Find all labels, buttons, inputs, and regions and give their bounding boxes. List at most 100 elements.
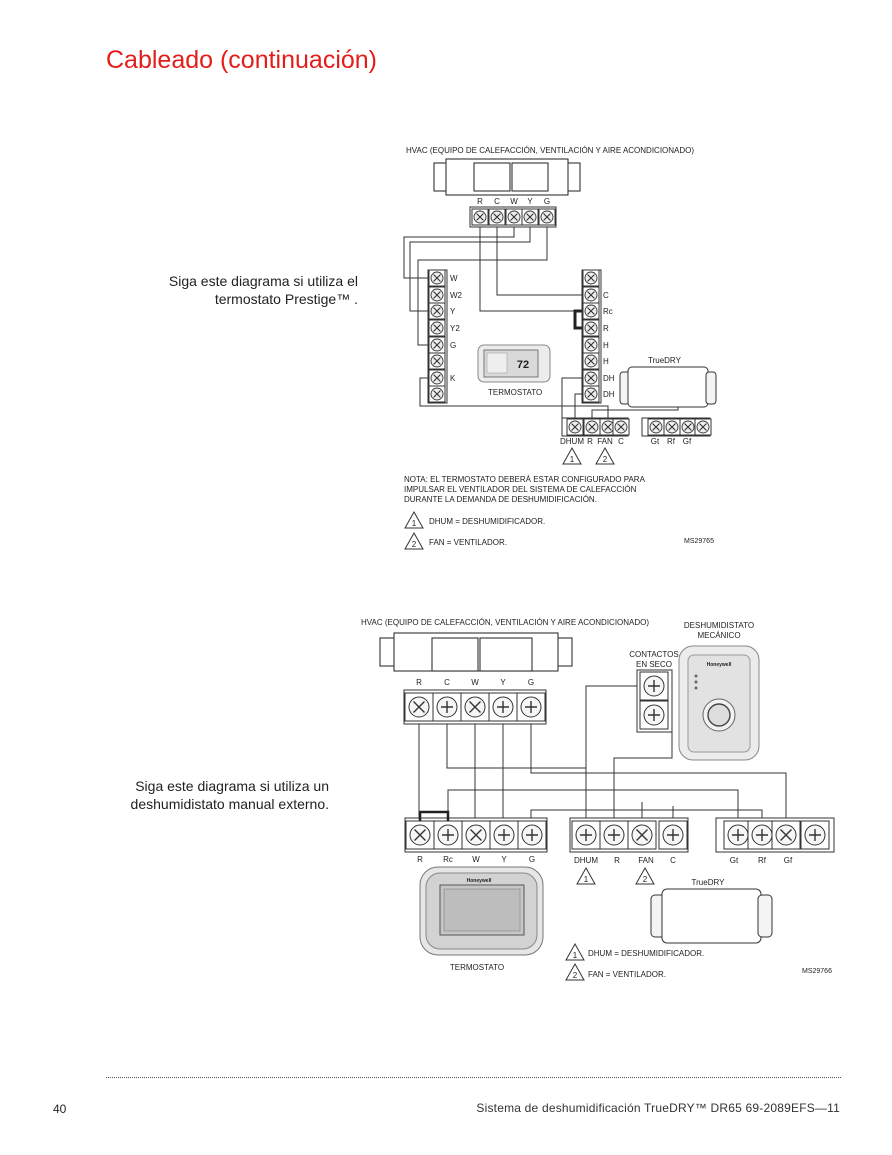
- diagram1-truedry-terminal-block-1: [561, 417, 630, 437]
- terminal-label: FAN: [597, 437, 613, 446]
- terminal-label: Rf: [667, 437, 676, 446]
- terminal-label: Gt: [651, 437, 660, 446]
- terminal-label: C: [494, 197, 500, 206]
- note-line: IMPULSAR EL VENTILADOR DEL SISTEMA DE CA…: [404, 485, 637, 494]
- terminal-label: R: [587, 437, 593, 446]
- diagram1-thermostat-left-terminals: [427, 269, 448, 404]
- diagram1-note: NOTA: EL TERMOSTATO DEBERÁ ESTAR CONFIGU…: [404, 475, 646, 504]
- thermostat-brand: Honeywell: [467, 878, 492, 884]
- terminal-label: Gt: [730, 856, 739, 865]
- terminal-label: W: [472, 855, 480, 864]
- diagram1-hvac-label: HVAC (EQUIPO DE CALEFACCIÓN, VENTILACIÓN…: [406, 146, 694, 155]
- terminal-label: Y: [527, 197, 533, 206]
- terminal-label: C: [618, 437, 624, 446]
- badge-number: 2: [573, 971, 578, 980]
- diagram1-hvac-terminal-labels: R C W Y G: [477, 197, 550, 206]
- diagram2-jumper: [418, 810, 450, 821]
- terminal-label: G: [450, 341, 456, 350]
- terminal-label: FAN: [638, 856, 654, 865]
- terminal-label: G: [529, 855, 535, 864]
- terminal-label: DHUM: [574, 856, 598, 865]
- terminal-label: Y: [500, 678, 506, 687]
- diagram2-thermostat-label: TERMOSTATO: [450, 963, 504, 972]
- page-number: 40: [53, 1102, 67, 1116]
- terminal-label: R: [614, 856, 620, 865]
- terminal-label: Rf: [758, 856, 767, 865]
- badge-number: 1: [573, 951, 578, 960]
- badge-number: 1: [412, 519, 417, 528]
- thermostat-display: 72: [517, 359, 529, 371]
- diagram2-thermostat-terminal-block: [404, 817, 548, 853]
- diagram1-jumper: [573, 309, 582, 330]
- diagram1: HVAC (EQUIPO DE CALEFACCIÓN, VENTILACIÓN…: [403, 146, 717, 550]
- terminal-label: W: [510, 197, 518, 206]
- diagram1-legend-2: FAN = VENTILADOR.: [429, 538, 507, 547]
- terminal-label: DHUM: [560, 437, 584, 446]
- terminal-label: K: [450, 374, 456, 383]
- badge-number: 2: [643, 875, 648, 884]
- diagram1-hvac-terminal-block: [469, 206, 557, 228]
- diagram1-caption: Siga este diagrama si utiliza el termost…: [168, 273, 358, 307]
- terminal-label: Gf: [784, 856, 793, 865]
- terminal-label: R: [477, 197, 483, 206]
- dehumidistat-label: DESHUMIDISTATO: [684, 621, 754, 630]
- terminal-label: Y2: [450, 324, 460, 333]
- terminal-label: W: [471, 678, 479, 687]
- dehumidistat-label: MECÁNICO: [697, 631, 740, 640]
- diagram1-legend-1: DHUM = DESHUMIDIFICADOR.: [429, 517, 545, 526]
- terminal-label: G: [528, 678, 534, 687]
- terminal-label: Y: [450, 307, 456, 316]
- terminal-label: Rc: [443, 855, 453, 864]
- diagram2-truedry-terminal-block-2: [715, 817, 835, 853]
- terminal-label: H: [603, 357, 609, 366]
- diagram2-hvac-terminal-block: [403, 689, 547, 725]
- footer-text: Sistema de deshumidificación TrueDRY™ DR…: [476, 1101, 840, 1115]
- terminal-label: R: [416, 678, 422, 687]
- dry-contacts-label: CONTACTOS: [629, 650, 678, 659]
- terminal-label: R: [603, 324, 609, 333]
- terminal-label: C: [444, 678, 450, 687]
- dry-contacts-label: EN SECO: [636, 660, 672, 669]
- terminal-label: Y: [501, 855, 507, 864]
- terminal-label: R: [417, 855, 423, 864]
- terminal-label: G: [544, 197, 550, 206]
- diagram2-caption: Siga este diagrama si utiliza un deshumi…: [130, 778, 329, 812]
- note-line: NOTA: EL TERMOSTATO DEBERÁ ESTAR CONFIGU…: [404, 475, 646, 484]
- diagram2-legend-1: DHUM = DESHUMIDIFICADOR.: [588, 949, 704, 958]
- diagram1-truedry-unit: [619, 366, 717, 408]
- diagram1-hvac-unit: [433, 158, 581, 196]
- terminal-label: C: [670, 856, 676, 865]
- diagram1-thermostat-right-terminals: [581, 269, 602, 404]
- terminal-label: Gf: [683, 437, 692, 446]
- terminal-label: DH: [603, 374, 615, 383]
- diagram2-truedry-label: TrueDRY: [692, 878, 726, 887]
- diagram2-truedry-terminal-block-1: [569, 817, 689, 853]
- diagram1-truedry-terminal-block-2: [641, 417, 712, 437]
- terminal-label: C: [603, 291, 609, 300]
- diagram2-wires: [418, 685, 787, 818]
- badge-number: 2: [412, 540, 417, 549]
- diagram2-hvac-unit: [379, 632, 573, 672]
- dry-contacts-block: [636, 669, 673, 733]
- badge-number: 2: [603, 455, 608, 464]
- diagram2-code: MS29766: [802, 968, 832, 975]
- dehumidistat-brand: Honeywell: [707, 662, 732, 668]
- diagram1-thermostat-image: 72: [477, 344, 551, 383]
- badge-number: 1: [570, 455, 575, 464]
- page-title: Cableado (continuación): [106, 46, 378, 74]
- diagram2-legend-2: FAN = VENTILADOR.: [588, 970, 666, 979]
- terminal-label: H: [603, 341, 609, 350]
- terminal-label: W: [450, 274, 458, 283]
- diagram1-thermostat-label: TERMOSTATO: [488, 388, 542, 397]
- diagram2: HVAC (EQUIPO DE CALEFACCIÓN, VENTILACIÓN…: [361, 618, 835, 981]
- terminal-label: Rc: [603, 307, 613, 316]
- diagram2-hvac-label: HVAC (EQUIPO DE CALEFACCIÓN, VENTILACIÓN…: [361, 618, 649, 627]
- diagram1-code: MS29765: [684, 538, 714, 545]
- badge-number: 1: [584, 875, 589, 884]
- terminal-label: W2: [450, 291, 463, 300]
- diagram2-thermostat-image: Honeywell: [419, 866, 544, 956]
- terminal-label: DH: [603, 390, 615, 399]
- dehumidistat-image: Honeywell: [678, 645, 760, 761]
- diagram2-truedry-unit: [650, 888, 773, 944]
